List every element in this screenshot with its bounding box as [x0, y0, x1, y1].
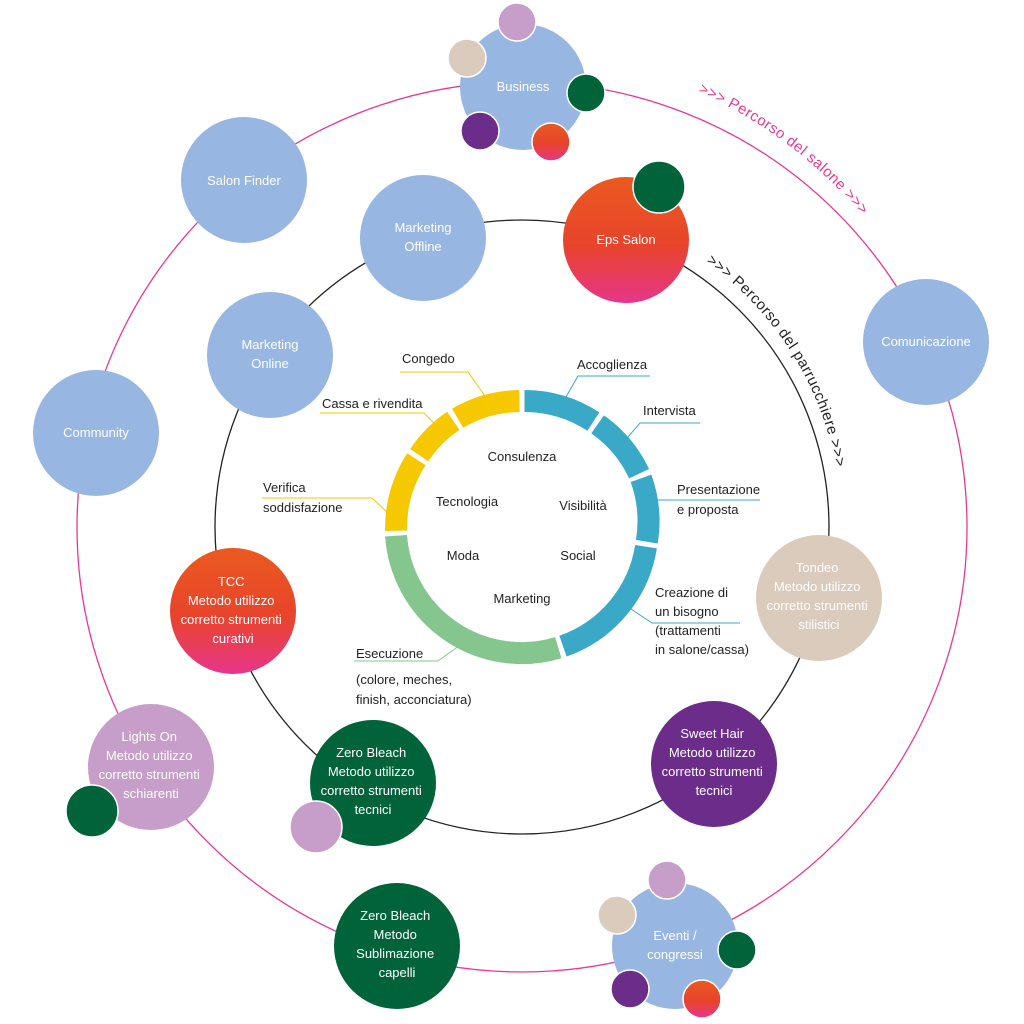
node-lights-on[interactable]: Lights On Metodo utilizzo corretto strum…	[65, 704, 214, 838]
business-badge-lilac	[497, 2, 537, 42]
ring-segment-creazione	[559, 544, 657, 657]
step-intervista: Intervista	[643, 403, 697, 418]
ring-connectors	[262, 371, 760, 662]
node-eps-salon[interactable]: Eps Salon	[563, 160, 689, 303]
step-presentazione: Presentazione e proposta	[677, 482, 764, 517]
node-zero-bleach-sublimazione[interactable]: Zero Bleach Metodo Sublimazione capelli	[334, 883, 460, 1009]
center-consulenza: Consulenza	[488, 449, 557, 464]
eventi-badge-lilac	[647, 860, 687, 900]
ring-segment-congedo	[452, 390, 520, 428]
eventi-badge-red	[682, 979, 722, 1019]
center-visibilita: Visibilità	[559, 498, 607, 513]
business-badge-green	[566, 73, 606, 113]
ring-segment-accoglienza	[524, 390, 600, 431]
connector-intervista	[621, 422, 700, 445]
business-badge-purple	[460, 111, 500, 151]
step-esecuzione: Esecuzione	[356, 646, 423, 661]
process-ring	[385, 390, 660, 665]
center-marketing: Marketing	[493, 591, 550, 606]
svg-text:Community: Community	[63, 425, 129, 440]
inner-path-label: >>> Percorso del parrucchiere >>>	[704, 251, 849, 468]
svg-text:Lights On Metodo utilizz: Lights On Metodo utilizzo corretto strum…	[99, 729, 204, 801]
node-eventi-congressi[interactable]: Eventi /congressi	[597, 860, 757, 1019]
step-congedo: Congedo	[402, 351, 455, 366]
ring-segment-esecuzione	[385, 534, 562, 665]
step-creazione-bisogno: Creazione di un bisogno (trattamenti in …	[655, 585, 749, 657]
eventi-badge-purple	[610, 969, 650, 1009]
center-tecnologia: Tecnologia	[436, 494, 499, 509]
svg-text:Zero Bleach Metodo utili: Zero Bleach Metodo utilizzo corretto str…	[321, 745, 426, 817]
svg-text:Salon Finder: Salon Finder	[207, 173, 281, 188]
lights-on-badge	[65, 784, 119, 838]
node-tondeo[interactable]: Tondeo Metodo utilizzo corretto strument…	[756, 535, 882, 661]
connector-congedo	[400, 371, 486, 397]
node-salon-finder[interactable]: Salon Finder	[181, 117, 307, 243]
node-comunicazione[interactable]: Comunicazione	[863, 279, 989, 405]
svg-text:Tondeo Metodo utilizzo: Tondeo Metodo utilizzo corretto strument…	[767, 560, 872, 632]
connector-creazione	[630, 608, 740, 624]
node-business[interactable]: Business	[447, 2, 606, 162]
connector-accoglienza	[561, 375, 650, 405]
svg-text:Eventi /congressi: Eventi /congressi	[647, 928, 703, 962]
svg-text:Business: Business	[497, 79, 550, 94]
ring-segment-cassa	[410, 411, 460, 462]
step-verifica-soddisfazione: Verifica soddisfazione	[263, 480, 343, 515]
center-social: Social	[560, 548, 596, 563]
node-community[interactable]: Community	[33, 370, 159, 496]
connector-cassa	[320, 412, 437, 426]
connector-esecuzione	[354, 642, 464, 662]
svg-text:Comunicazione: Comunicazione	[881, 334, 971, 349]
outer-path-label: >>> Percorso del salone >>>	[696, 80, 872, 218]
eps-salon-badge	[632, 160, 686, 214]
step-esecuzione-detail: (colore, meches, finish, acconciatura)	[356, 672, 472, 707]
step-cassa-rivendita: Cassa e rivendita	[322, 396, 423, 411]
node-tcc[interactable]: TCC Metodo utilizzo corretto strumenti c…	[170, 548, 296, 674]
node-zero-bleach-tecnici[interactable]: Zero Bleach Metodo utilizzo corretto str…	[289, 720, 436, 854]
node-sweet-hair[interactable]: Sweet Hair Metodo utilizzo corretto stru…	[651, 701, 777, 827]
eventi-badge-beige	[597, 895, 637, 935]
zero-bleach-tecnici-badge	[289, 800, 343, 854]
connector-verifica	[262, 497, 388, 513]
svg-text:Eps Salon: Eps Salon	[596, 232, 655, 247]
svg-text:TCC Metodo utilizzo: TCC Metodo utilizzo corretto strumenti c…	[181, 574, 286, 646]
ring-segment-intervista	[590, 415, 650, 479]
business-badge-beige	[447, 38, 487, 78]
eventi-badge-green	[717, 930, 757, 970]
inner-orbit	[214, 219, 830, 835]
svg-text:Sweet Hair Metodo utiliz: Sweet Hair Metodo utilizzo corretto stru…	[662, 726, 767, 798]
ring-segment-verifica	[385, 453, 426, 532]
ring-segment-presentazione	[630, 474, 660, 544]
svg-text:Zero Bleach Metodo: Zero Bleach Metodo Sublimazione capelli	[356, 908, 438, 980]
center-moda: Moda	[447, 548, 480, 563]
business-badge-red	[531, 122, 571, 162]
step-accoglienza: Accoglienza	[577, 357, 648, 372]
